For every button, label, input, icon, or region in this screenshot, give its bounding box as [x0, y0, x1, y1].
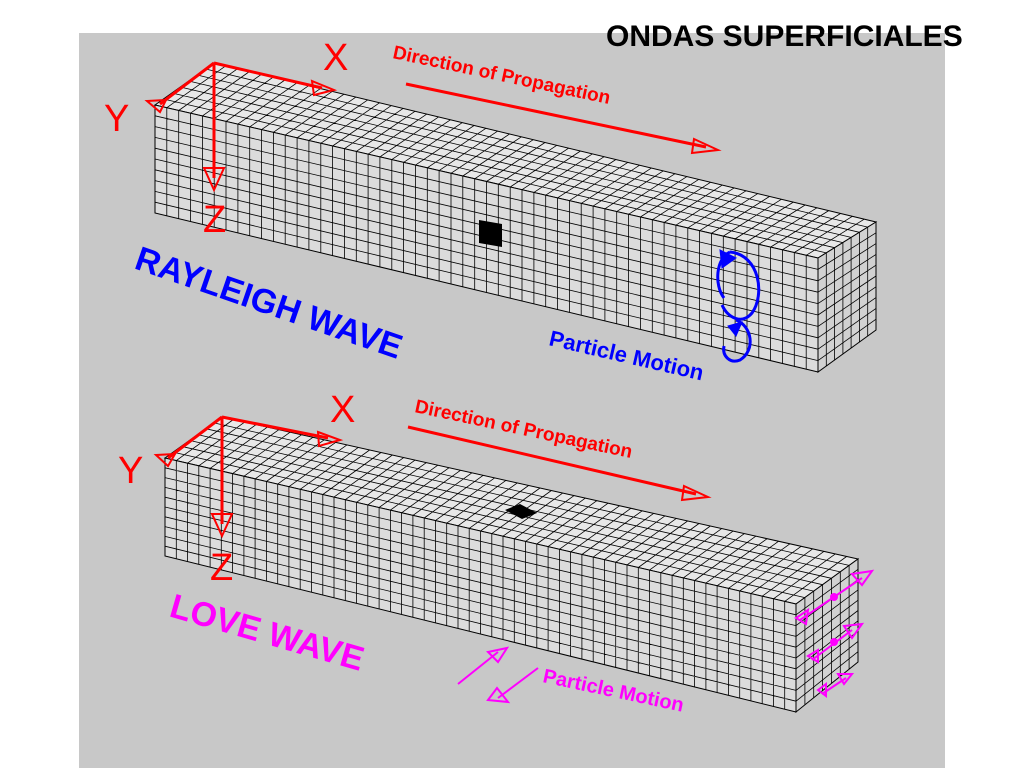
love-block-grid — [164, 419, 859, 710]
rayleigh-y-arrowhead — [144, 98, 168, 114]
love-wave-label: LOVE WAVE — [166, 587, 368, 679]
rayleigh-axis-y-label: Y — [104, 98, 129, 140]
rayleigh-end-grid — [817, 227, 877, 366]
rayleigh-direction-label: Direction of Propagation — [391, 42, 612, 109]
love-end-grid — [795, 565, 859, 705]
love-block-faces — [163, 416, 860, 714]
love-highlighted-particle — [505, 504, 537, 519]
love-axis-x-label: X — [330, 389, 355, 431]
love-motion-arrow-back — [497, 667, 539, 699]
rayleigh-direction-arrow — [405, 82, 707, 149]
rayleigh-block-grid — [154, 65, 877, 370]
love-z-arrowhead — [210, 513, 234, 539]
rayleigh-direction-arrowhead — [690, 137, 722, 155]
page-title: ONDAS SUPERFICIALES — [606, 20, 963, 53]
rayleigh-axis-x-label: X — [323, 37, 348, 79]
love-axis-z-label: Z — [210, 547, 233, 589]
rayleigh-z-arrowhead — [202, 167, 226, 193]
rayleigh-top-grid — [163, 65, 868, 256]
rayleigh-highlighted-particle — [479, 220, 502, 247]
rayleigh-end-face — [817, 221, 877, 373]
love-axis-y-label: Y — [118, 450, 143, 492]
love-y-axis-arrow — [167, 415, 223, 460]
love-direction-arrow — [407, 425, 697, 496]
rayleigh-x-axis-arrow — [213, 61, 323, 90]
rayleigh-block — [153, 62, 878, 373]
love-x-arrowhead — [316, 430, 344, 448]
love-axes — [153, 415, 712, 539]
love-x-axis-arrow — [221, 415, 329, 440]
love-direction-arrowhead — [680, 484, 712, 502]
rayleigh-axis-z-label: Z — [203, 199, 226, 241]
love-front-grid — [164, 460, 797, 710]
rayleigh-x-arrowhead — [310, 79, 338, 97]
love-motion-arrow-forward — [457, 651, 499, 685]
love-particle-motion-icon — [457, 569, 875, 704]
rayleigh-y-axis-arrow — [159, 61, 215, 106]
rayleigh-particle-motion-icon — [716, 249, 761, 363]
rayleigh-axes — [144, 61, 722, 193]
love-block — [163, 416, 860, 714]
love-y-arrowhead — [153, 452, 177, 468]
